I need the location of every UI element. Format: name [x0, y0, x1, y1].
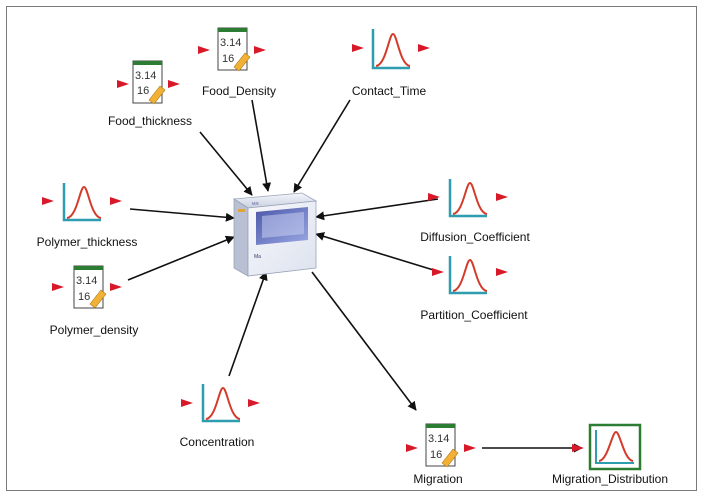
pencil-icon	[148, 85, 166, 105]
connector-polymer-density	[127, 235, 235, 281]
connector-food-thickness	[199, 131, 253, 196]
value-bottom: 16	[137, 85, 149, 97]
node-label-food-density: Food_Density	[202, 84, 276, 98]
distribution-node-icon	[62, 183, 102, 222]
node-label-migration: Migration	[413, 472, 462, 486]
model-box-text: Ma	[254, 254, 261, 260]
value-top: 3.14	[76, 275, 97, 287]
output-port-arrow	[248, 399, 260, 407]
output-port-arrow	[168, 80, 180, 88]
distribution-node-icon	[201, 384, 241, 423]
distribution-node-icon	[448, 179, 488, 218]
connector-partition-coefficient	[315, 232, 441, 273]
connector-model-to-migration	[311, 271, 417, 411]
connector-contact-time	[293, 99, 351, 193]
value-node-food-density[interactable]: 3.14 16 Food_Density	[198, 27, 276, 98]
value-node-icon: 3.14 16	[132, 60, 166, 105]
input-port-arrow	[117, 80, 129, 88]
node-label-food-thickness: Food_thickness	[108, 114, 192, 128]
input-port-arrow	[181, 399, 193, 407]
model-box-brand: Mat	[252, 200, 260, 206]
output-port-arrow	[254, 46, 266, 54]
value-node-icon: 3.14 16	[217, 27, 251, 72]
value-node-food-thickness[interactable]: 3.14 16 Food_thickness	[108, 60, 192, 128]
distribution-node-diffusion-coefficient[interactable]: Diffusion_Coefficient	[420, 179, 530, 244]
distribution-output-icon	[588, 423, 642, 471]
value-node-migration[interactable]: 3.14 16 Migration	[406, 423, 476, 486]
input-port-arrow	[406, 444, 418, 452]
node-label-diffusion-coefficient: Diffusion_Coefficient	[420, 230, 530, 244]
connector-diffusion-coefficient	[315, 198, 439, 221]
output-port-arrow	[110, 197, 122, 205]
value-node-polymer-density[interactable]: 3.14 16 Polymer_density	[50, 265, 139, 337]
node-label-migration-distribution: Migration_Distribution	[552, 472, 668, 486]
output-port-arrow	[110, 283, 122, 291]
value-top: 3.14	[220, 37, 241, 49]
value-node-icon: 3.14 16	[425, 423, 459, 468]
output-port-arrow	[418, 44, 430, 52]
value-top: 3.14	[135, 70, 156, 82]
node-label-contact-time: Contact_Time	[352, 84, 427, 98]
value-bottom: 16	[222, 53, 234, 65]
node-label-polymer-thickness: Polymer_thickness	[37, 235, 138, 249]
distribution-node-contact-time[interactable]: Contact_Time	[352, 29, 430, 98]
output-port-arrow	[464, 444, 476, 452]
distribution-node-concentration[interactable]: Concentration	[180, 384, 260, 449]
connector-food-density	[251, 99, 272, 192]
output-port-arrow	[496, 193, 508, 201]
value-top: 3.14	[428, 433, 449, 445]
input-port-arrow	[198, 46, 210, 54]
node-label-concentration: Concentration	[180, 435, 255, 449]
node-label-polymer-density: Polymer_density	[50, 323, 139, 337]
input-port-arrow	[352, 44, 364, 52]
node-label-partition-coefficient: Partition_Coefficient	[420, 308, 528, 322]
value-bottom: 16	[430, 449, 442, 461]
pencil-icon	[89, 289, 107, 309]
value-node-icon: 3.14 16	[73, 265, 107, 309]
distribution-node-icon	[371, 29, 411, 70]
input-port-arrow	[428, 193, 440, 201]
model-box-icon[interactable]: Mat Ma	[232, 192, 318, 277]
output-port-arrow	[496, 268, 508, 276]
input-port-arrow	[42, 197, 54, 205]
pencil-icon	[441, 448, 459, 468]
input-port-arrow	[432, 268, 444, 276]
pencil-icon	[233, 52, 251, 72]
input-port-arrow	[52, 283, 64, 291]
connector-concentration	[228, 271, 268, 377]
value-bottom: 16	[78, 291, 90, 303]
distribution-node-icon	[448, 256, 488, 295]
connector-polymer-thickness	[129, 208, 235, 222]
distribution-node-polymer-thickness[interactable]: Polymer_thickness	[37, 183, 138, 249]
connectors	[127, 99, 583, 453]
distribution-node-partition-coefficient[interactable]: Partition_Coefficient	[420, 256, 528, 322]
output-node-migration-distribution[interactable]: Migration_Distribution	[552, 423, 668, 486]
input-port-arrow	[572, 444, 584, 452]
diagram-frame	[6, 6, 697, 491]
